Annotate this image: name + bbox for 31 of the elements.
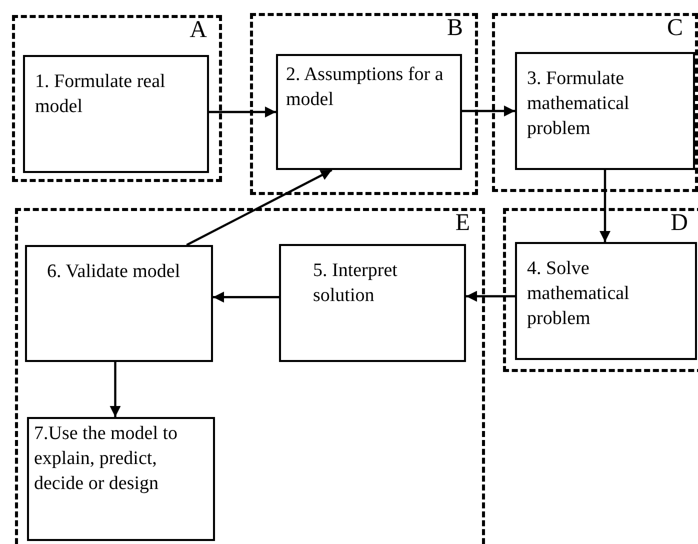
dashed-group-frame	[15, 208, 485, 544]
dashed-group-frame	[492, 13, 698, 192]
group-letter: C	[666, 14, 683, 42]
dashed-group-frame	[503, 208, 698, 372]
process-box	[23, 55, 209, 173]
arrow	[213, 292, 279, 303]
dashed-group-frame	[12, 15, 222, 182]
process-box	[25, 245, 213, 362]
step-text: 6. Validate model	[47, 260, 182, 284]
arrow	[110, 362, 121, 417]
group-letter: D	[670, 209, 688, 237]
step-text: 3. Formulate mathematical problem	[527, 67, 630, 141]
step-text: 7.Use the model to explain, predict, decide or design	[34, 422, 179, 496]
arrow	[209, 106, 276, 118]
step-text: 1. Formulate real model	[35, 70, 166, 119]
process-box	[515, 242, 697, 360]
process-box	[279, 244, 466, 362]
process-box	[27, 417, 215, 541]
arrow	[462, 106, 515, 116]
dashed-group-frame	[250, 13, 478, 195]
group-letter: A	[190, 16, 207, 44]
arrow	[186, 169, 332, 246]
group-letter: B	[446, 14, 463, 42]
step-text: 2. Assumptions for a model	[286, 63, 444, 112]
process-box	[276, 54, 462, 170]
step-text: 5. Interpret solution	[313, 259, 398, 308]
group-letter: E	[455, 209, 470, 237]
arrow	[600, 170, 610, 242]
process-box	[515, 52, 695, 170]
step-text: 4. Solve mathematical problem	[527, 257, 630, 331]
arrow	[466, 290, 515, 302]
